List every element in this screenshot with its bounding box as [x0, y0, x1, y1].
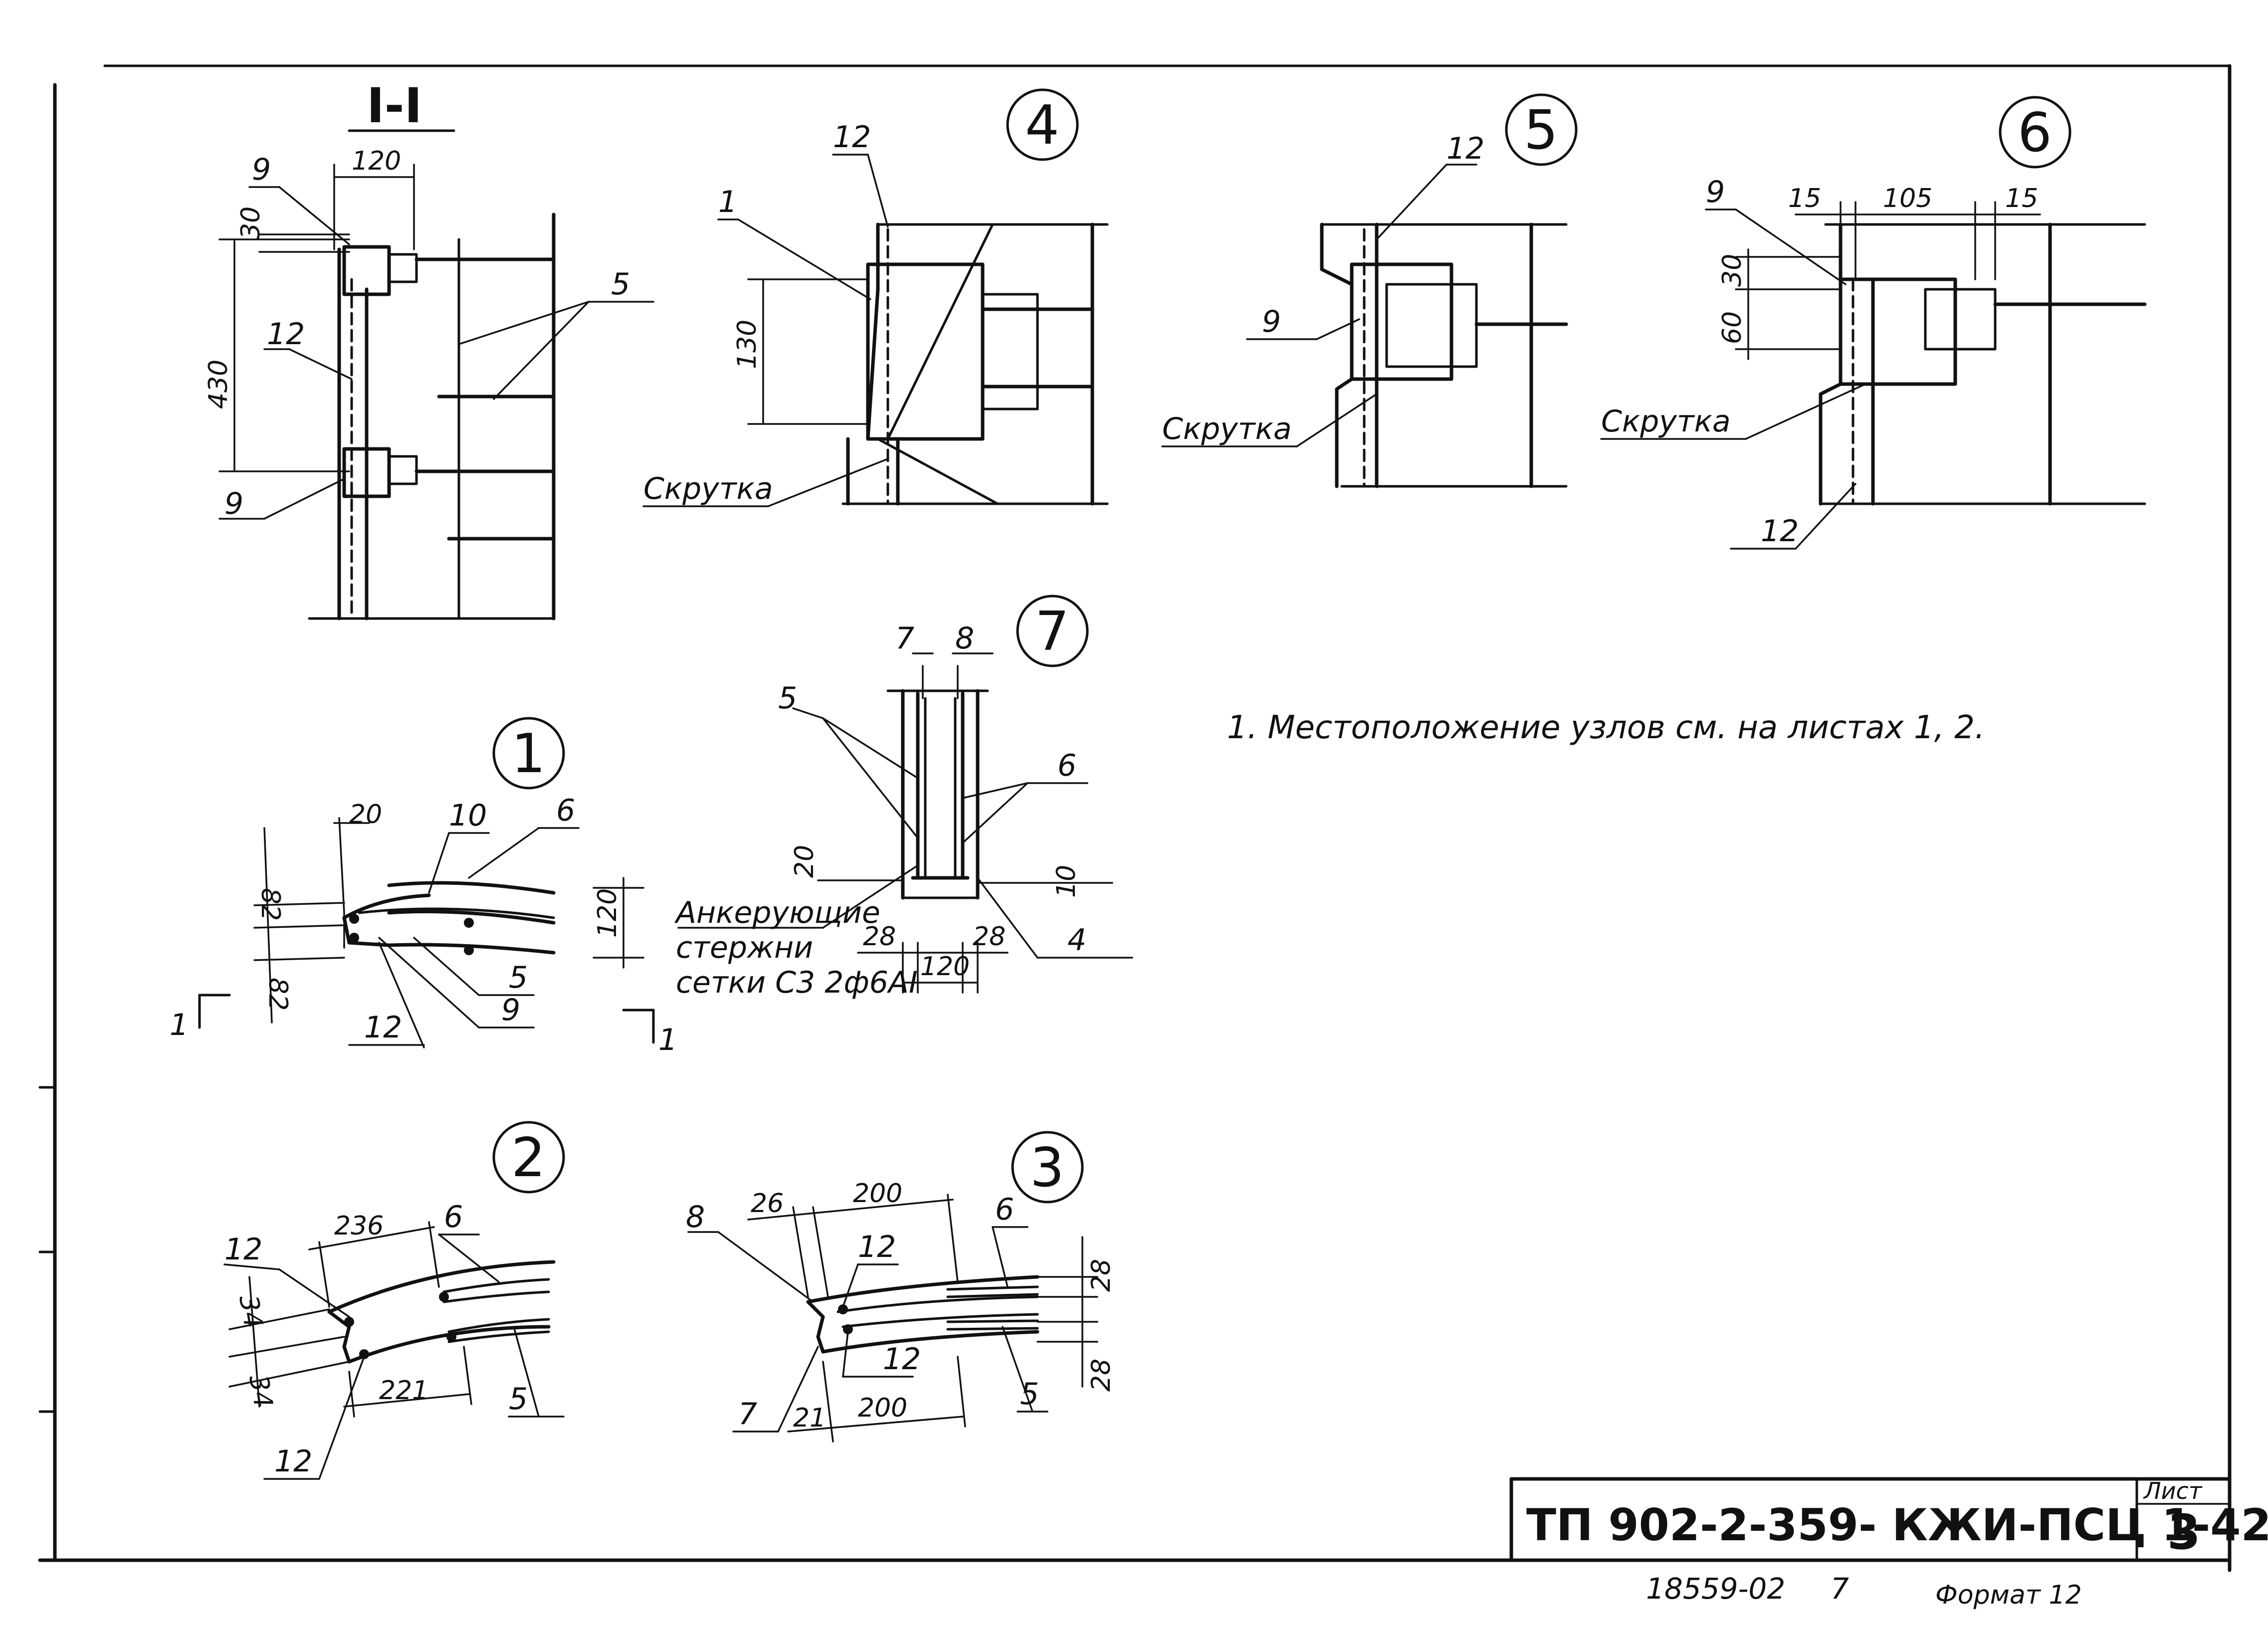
node-6-label-12: 12 [1761, 514, 1799, 549]
section-title: I-I [367, 78, 422, 134]
dim-430: 430 [204, 360, 233, 409]
node-2-label-6: 6 [444, 1200, 463, 1235]
node-7-label-8: 8 [955, 621, 974, 656]
node-3-label-7: 7 [738, 1397, 757, 1432]
dim-120: 120 [352, 146, 401, 176]
format-text: Формат 12 [1935, 1580, 2082, 1610]
cut-mark-right: 1 [658, 1023, 677, 1057]
node-2: 2 236 34 34 221 12 6 12 [223, 1121, 565, 1480]
dim-10-node7: 10 [1051, 865, 1081, 898]
footer: 18559-02 7 Формат 12 [1646, 1572, 2082, 1610]
node-1-label-10: 10 [449, 798, 487, 833]
copy-number: 7 [1831, 1572, 1849, 1606]
node-4-number: 4 [1025, 94, 1059, 157]
node-1-dim-20: 20 [349, 800, 382, 829]
node-5-label-12: 12 [1446, 131, 1484, 166]
node-2-label-5: 5 [509, 1382, 528, 1417]
node-2-dim-236: 236 [334, 1211, 384, 1241]
node-1-number: 1 [511, 723, 546, 785]
dim-15-left: 15 [1788, 184, 1821, 213]
dim-60-node6: 60 [1717, 311, 1747, 344]
node-5: 5 12 9 Скрутка [1161, 93, 1578, 488]
node-7-label-6: 6 [1057, 748, 1076, 783]
dim-30-node6: 30 [1717, 254, 1747, 287]
node-5-label-9: 9 [1262, 304, 1281, 339]
anchor-note-line-1: Анкерующие [674, 895, 880, 930]
dim-120-node7: 120 [920, 952, 970, 982]
node-2-number: 2 [511, 1127, 546, 1189]
node-4: 4 130 12 1 Скрутка [642, 88, 1109, 507]
node-3-label-12-bottom: 12 [883, 1342, 921, 1377]
node-3-label-5: 5 [1020, 1377, 1039, 1412]
inventory-number: 18559-02 [1646, 1572, 1785, 1606]
node-2-dim-221: 221 [379, 1376, 428, 1406]
node-1-label-6: 6 [556, 793, 575, 828]
node-3-number: 3 [1030, 1137, 1064, 1199]
node-1-label-5: 5 [509, 960, 528, 995]
cut-mark-left: 1 [170, 1008, 189, 1042]
designation-text: ТП 902-2-359- КЖИ-ПСЦ 1-42-1а [1526, 1499, 2268, 1551]
node-6-number: 6 [2018, 102, 2052, 164]
dim-130: 130 [732, 320, 762, 369]
label-9-top: 9 [252, 152, 271, 187]
node-3-label-8: 8 [686, 1200, 705, 1235]
node-1-dim-82-bottom: 82 [263, 978, 293, 1011]
node-2-dim-34-bottom: 34 [243, 1373, 278, 1411]
node-3-dim-200-bottom: 200 [858, 1393, 907, 1423]
anchor-note-line-3: сетки С3 2ф6АI [676, 965, 918, 1000]
node-1-label-12: 12 [364, 1010, 402, 1045]
dim-28-right-node7: 28 [973, 922, 1006, 952]
node-4-label-12: 12 [833, 120, 871, 155]
node-7-label-5: 5 [778, 681, 797, 716]
node-7-label-7: 7 [895, 621, 914, 656]
title-block: ТП 902-2-359- КЖИ-ПСЦ 1-42-1а Лист 3 [1509, 1477, 2268, 1562]
node-1-dim-120: 120 [593, 888, 622, 938]
node-3-label-12-top: 12 [858, 1230, 896, 1264]
node-6-label-9: 9 [1706, 175, 1725, 209]
section-1-1: I-I 120 30 430 9 [204, 78, 654, 620]
dim-105: 105 [1883, 184, 1932, 213]
node-7-label-4: 4 [1067, 923, 1086, 958]
node-4-label-skrutka: Скрутка [643, 471, 773, 506]
anchor-note-line-2: стержни [676, 930, 813, 965]
node-5-number: 5 [1524, 99, 1558, 162]
node-2-label-12-top: 12 [224, 1232, 262, 1267]
node-4-label-1: 1 [718, 185, 737, 219]
node-7-number: 7 [1035, 601, 1069, 663]
label-12: 12 [267, 317, 305, 352]
node-3-dim-21: 21 [793, 1403, 826, 1433]
node-1-dim-82-top: 82 [255, 888, 285, 921]
node-3-label-6: 6 [995, 1192, 1014, 1227]
node-1: 1 20 82 82 120 10 6 5 9 [170, 717, 677, 1057]
dim-30: 30 [236, 206, 266, 239]
node-6-label-skrutka: Скрутка [1601, 404, 1731, 439]
node-7: 7 7 8 5 6 4 20 10 [674, 595, 1133, 1000]
node-6: 6 15 105 15 30 60 9 Скрутка [1600, 96, 2147, 550]
node-3-dim-26: 26 [751, 1189, 784, 1219]
sheet-number-text: 3 [2167, 1504, 2201, 1560]
node-3-dim-28-bottom: 28 [1086, 1359, 1116, 1392]
node-5-label-skrutka: Скрутка [1162, 412, 1292, 446]
node-3-dim-28-top: 28 [1086, 1259, 1116, 1292]
dim-28-left-node7: 28 [863, 922, 896, 952]
label-5: 5 [611, 267, 630, 302]
node-3: 3 26 200 21 200 28 28 8 [686, 1131, 1116, 1443]
sheet-label-text: Лист [2143, 1477, 2203, 1504]
general-note: 1. Местоположение узлов см. на листах 1,… [1227, 709, 1985, 746]
dim-20-node7: 20 [790, 845, 820, 878]
dim-15-right: 15 [2005, 184, 2038, 213]
label-9-bottom: 9 [224, 486, 243, 521]
node-2-dim-34-top: 34 [233, 1293, 268, 1331]
node-3-dim-200-top: 200 [853, 1179, 902, 1209]
node-1-label-9: 9 [501, 993, 520, 1028]
node-2-label-12-bottom: 12 [274, 1444, 312, 1479]
